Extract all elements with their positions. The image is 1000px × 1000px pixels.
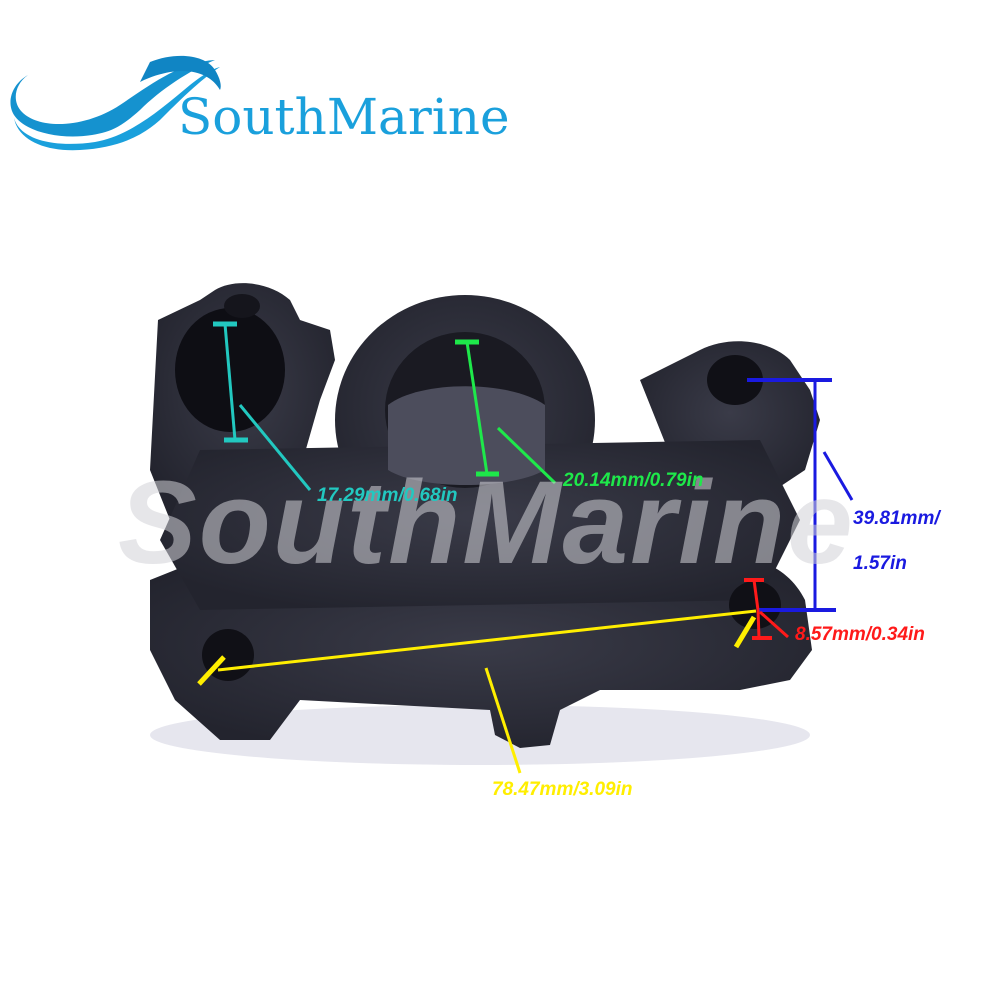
mount-spacing-horizontal-dimension	[197, 609, 757, 774]
mount-spacing-vertical-label-line1: 39.81mm/	[853, 508, 940, 529]
mount-spacing-vertical-dimension	[747, 378, 854, 612]
brand-logo	[0, 40, 560, 180]
center-bore-label: 20.14mm/0.79in	[563, 470, 704, 491]
mount-hole-dimension	[744, 578, 789, 640]
center-bore-dimension	[455, 339, 557, 485]
brand-name: SouthMarine	[178, 88, 510, 146]
wave-logo-icon	[10, 55, 221, 151]
mount-spacing-horizontal-label: 78.47mm/3.09in	[492, 779, 633, 800]
right-mount-hole	[729, 581, 781, 629]
outlet-bore-label: 17.29mm/0.68in	[317, 485, 458, 506]
upper-mount-hole	[707, 355, 763, 405]
outlet-bore-dimension	[213, 321, 312, 491]
mount-hole-label: 8.57mm/0.34in	[795, 624, 925, 645]
watermark: SouthMarine	[118, 457, 855, 589]
mount-spacing-vertical-label-line2: 1.57in	[853, 553, 907, 574]
